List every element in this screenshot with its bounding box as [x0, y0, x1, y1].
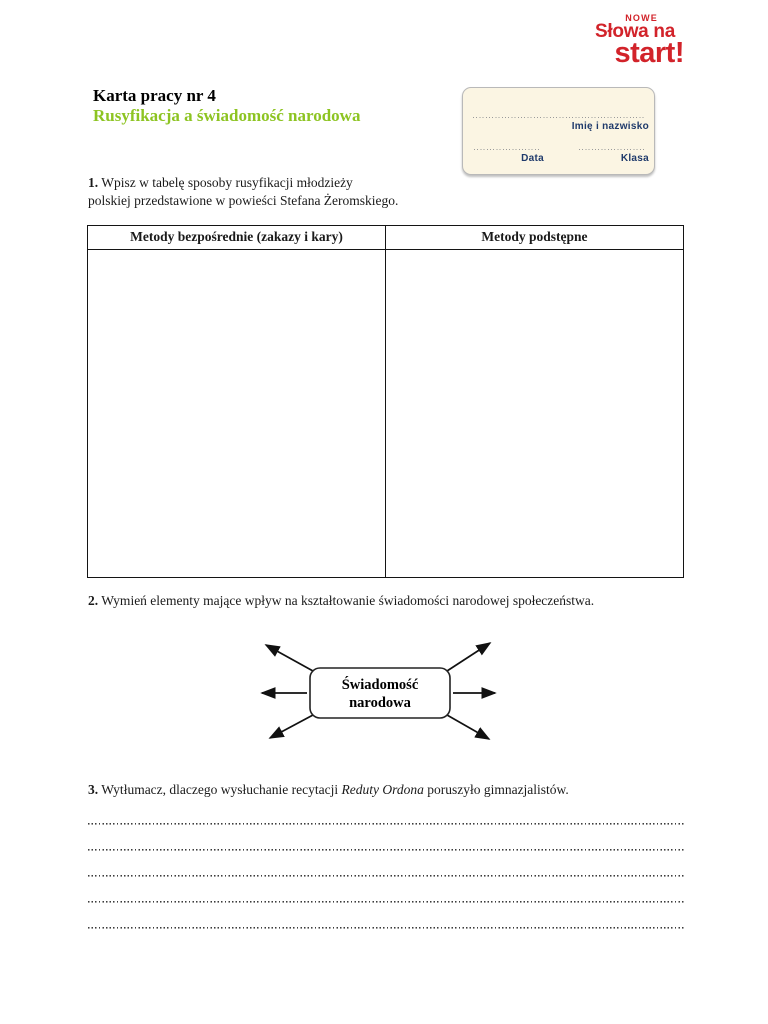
task-2-body: Wymień elementy mające wpływ na kształto… — [98, 593, 595, 608]
task-3-body-before: Wytłumacz, dlaczego wysłuchanie recytacj… — [98, 782, 342, 797]
title-block: Karta pracy nr 4 Rusyfikacja a świadomoś… — [93, 86, 360, 126]
logo-tagline: NOWE — [625, 13, 658, 23]
class-label: Klasa — [620, 153, 649, 164]
task-1-text: 1. Wpisz w tabelę sposoby rusyfikacji mł… — [88, 174, 578, 210]
logo-brand-line2: start! — [614, 37, 684, 69]
date-input-line — [474, 149, 539, 150]
arrow-upper-right — [446, 642, 492, 672]
table-header-sneaky-methods: Metody podstępne — [385, 225, 684, 250]
name-field: Imię i nazwisko — [473, 117, 649, 132]
answer-line — [88, 877, 684, 903]
name-label: Imię i nazwisko — [571, 121, 649, 132]
class-field: Klasa — [579, 149, 649, 164]
answer-lines — [88, 799, 684, 929]
answer-line — [88, 825, 684, 851]
name-input-line — [473, 117, 644, 118]
task-1-number: 1. — [88, 175, 99, 190]
concept-label-line1: Świadomość — [342, 676, 419, 693]
table-header-row: Metody bezpośrednie (zakazy i kary) Meto… — [87, 225, 684, 250]
table-cell-direct-methods — [87, 249, 386, 578]
publisher-logo: NOWE Słowa na start! — [595, 13, 684, 69]
methods-table: Metody bezpośrednie (zakazy i kary) Meto… — [87, 225, 684, 578]
task-2-number: 2. — [88, 593, 99, 608]
table-body-row — [87, 249, 684, 578]
task-3-text: 3. Wytłumacz, dlaczego wysłuchanie recyt… — [88, 781, 738, 799]
date-field: Data — [474, 149, 544, 164]
concept-label-line2: narodowa — [349, 695, 412, 711]
logo-brand-line1: Słowa na — [595, 21, 675, 42]
task-1-line2: polskiej przedstawione w powieści Stefan… — [88, 193, 399, 208]
answer-line — [88, 851, 684, 877]
arrow-lower-left — [268, 714, 314, 739]
date-label: Data — [521, 153, 544, 164]
arrow-lower-right — [446, 714, 491, 740]
page-title: Karta pracy nr 4 — [93, 86, 216, 105]
table-cell-sneaky-methods — [385, 249, 684, 578]
concept-box — [309, 667, 451, 719]
task-3-number: 3. — [88, 782, 99, 797]
arrow-upper-left — [264, 644, 314, 672]
task-3-body-after: poruszyło gimnazjalistów. — [423, 782, 569, 797]
answer-line — [88, 903, 684, 929]
date-class-row: Data Klasa — [474, 149, 649, 164]
mind-map-diagram: Świadomość narodowa — [260, 642, 497, 740]
answer-line — [88, 799, 684, 825]
page-subtitle: Rusyfikacja a świadomość narodowa — [93, 106, 361, 125]
task-1-line1: Wpisz w tabelę sposoby rusyfikacji młodz… — [98, 175, 353, 190]
task-2-text: 2. Wymień elementy mające wpływ na kszta… — [88, 592, 728, 610]
class-input-line — [579, 149, 644, 150]
table-header-direct-methods: Metody bezpośrednie (zakazy i kary) — [87, 225, 386, 250]
student-info-box: Imię i nazwisko Data Klasa — [462, 87, 655, 175]
italic-work-title: Reduty Ordona — [341, 782, 424, 797]
